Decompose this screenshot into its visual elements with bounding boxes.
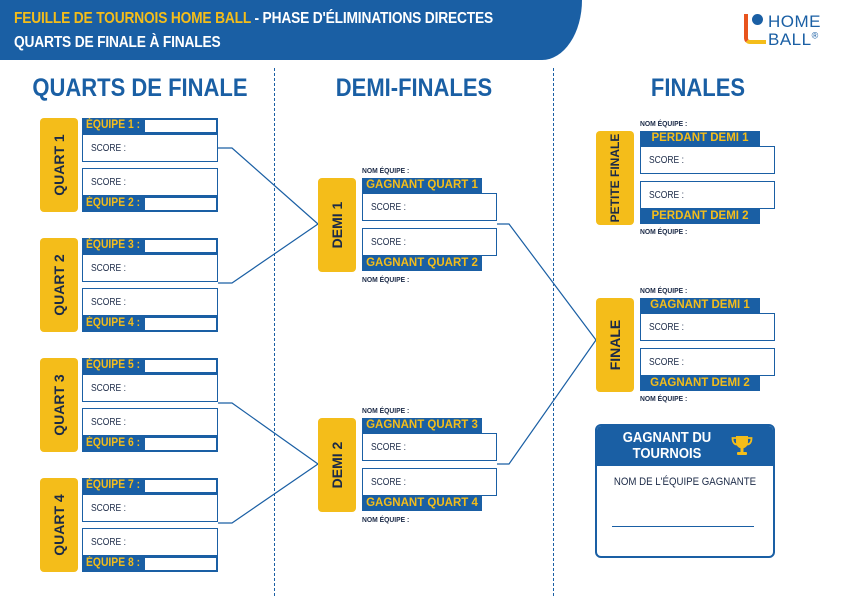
logo-mark-icon (744, 14, 766, 44)
tournament-winner-card: GAGNANT DU TOURNOIS NOM DE L'ÉQUIPE GAGN… (595, 424, 775, 558)
ball-icon (752, 14, 763, 25)
tab-finale: FINALE (596, 298, 634, 392)
connector-quart1 (218, 147, 319, 225)
column-title-quarts: QUARTS DE FINALE (32, 74, 248, 102)
score-field-equipe-4[interactable]: SCORE : (82, 288, 218, 316)
column-title-demis: DEMI-FINALES (335, 74, 493, 102)
trophy-icon (731, 436, 753, 455)
column-title-finales: FINALES (650, 74, 746, 102)
team-bar-gagnant-demi-1: GAGNANT DEMI 1 (640, 298, 760, 313)
home-ball-logo: HOME BALL® (744, 12, 834, 49)
nom-equipe-label: NOM ÉQUIPE : (362, 406, 410, 415)
connector-quart2 (218, 223, 319, 284)
score-field-gagnant-quart-2[interactable]: SCORE : (362, 228, 497, 256)
team-field-equipe-8[interactable]: ÉQUIPE 8 : (82, 556, 218, 572)
nom-equipe-label: NOM ÉQUIPE : (640, 227, 688, 236)
score-field-gagnant-quart-3[interactable]: SCORE : (362, 433, 497, 461)
nom-equipe-label: NOM ÉQUIPE : (362, 515, 410, 524)
connector-demi1 (497, 223, 597, 341)
column-divider-right (553, 68, 554, 596)
nom-equipe-label: NOM ÉQUIPE : (362, 275, 410, 284)
score-field-gagnant-demi-2[interactable]: SCORE : (640, 348, 775, 376)
winner-card-header: GAGNANT DU TOURNOIS (597, 426, 773, 466)
tab-quart-3: QUART 3 (40, 358, 78, 452)
tab-quart-2: QUART 2 (40, 238, 78, 332)
score-field-gagnant-demi-1[interactable]: SCORE : (640, 313, 775, 341)
page-title: FEUILLE DE TOURNOIS HOME BALL - PHASE D'… (14, 10, 494, 27)
score-field-perdant-demi-1[interactable]: SCORE : (640, 146, 775, 174)
connector-demi2 (497, 339, 597, 465)
winner-name-field[interactable] (612, 526, 754, 527)
score-field-equipe-2[interactable]: SCORE : (82, 168, 218, 196)
tab-petite-finale: PETITE FINALE (596, 131, 634, 225)
score-field-gagnant-quart-1[interactable]: SCORE : (362, 193, 497, 221)
team-bar-perdant-demi-1: PERDANT DEMI 1 (640, 131, 760, 146)
page-subtitle: QUARTS DE FINALE À FINALES (14, 34, 221, 51)
connector-quart4 (218, 463, 319, 524)
column-divider-left (274, 68, 275, 596)
tab-quart-4: QUART 4 (40, 478, 78, 572)
team-field-equipe-2[interactable]: ÉQUIPE 2 : (82, 196, 218, 212)
score-field-perdant-demi-2[interactable]: SCORE : (640, 181, 775, 209)
team-field-equipe-6[interactable]: ÉQUIPE 6 : (82, 436, 218, 452)
nom-equipe-label: NOM ÉQUIPE : (640, 286, 688, 295)
team-bar-gagnant-quart-3: GAGNANT QUART 3 (362, 418, 482, 433)
connector-quart3 (218, 402, 319, 465)
nom-equipe-label: NOM ÉQUIPE : (640, 119, 688, 128)
team-field-equipe-7[interactable]: ÉQUIPE 7 : (82, 478, 218, 494)
tab-demi-2: DEMI 2 (318, 418, 356, 512)
score-field-equipe-6[interactable]: SCORE : (82, 408, 218, 436)
tab-demi-1: DEMI 1 (318, 178, 356, 272)
team-bar-gagnant-quart-2: GAGNANT QUART 2 (362, 256, 482, 271)
team-field-equipe-1[interactable]: ÉQUIPE 1 : (82, 118, 218, 134)
winner-name-label: NOM DE L'ÉQUIPE GAGNANTE (613, 476, 757, 488)
nom-equipe-label: NOM ÉQUIPE : (640, 394, 688, 403)
team-bar-perdant-demi-2: PERDANT DEMI 2 (640, 209, 760, 224)
score-field-equipe-1[interactable]: SCORE : (82, 134, 218, 162)
score-field-equipe-5[interactable]: SCORE : (82, 374, 218, 402)
score-field-equipe-8[interactable]: SCORE : (82, 528, 218, 556)
team-field-equipe-4[interactable]: ÉQUIPE 4 : (82, 316, 218, 332)
team-bar-gagnant-demi-2: GAGNANT DEMI 2 (640, 376, 760, 391)
header-banner: FEUILLE DE TOURNOIS HOME BALL - PHASE D'… (0, 0, 582, 60)
team-bar-gagnant-quart-1: GAGNANT QUART 1 (362, 178, 482, 193)
winner-card-title: GAGNANT DU TOURNOIS (622, 430, 712, 462)
score-field-equipe-7[interactable]: SCORE : (82, 494, 218, 522)
team-field-equipe-3[interactable]: ÉQUIPE 3 : (82, 238, 218, 254)
team-field-equipe-5[interactable]: ÉQUIPE 5 : (82, 358, 218, 374)
tab-quart-1: QUART 1 (40, 118, 78, 212)
score-field-equipe-3[interactable]: SCORE : (82, 254, 218, 282)
score-field-gagnant-quart-4[interactable]: SCORE : (362, 468, 497, 496)
team-bar-gagnant-quart-4: GAGNANT QUART 4 (362, 496, 482, 511)
nom-equipe-label: NOM ÉQUIPE : (362, 166, 410, 175)
